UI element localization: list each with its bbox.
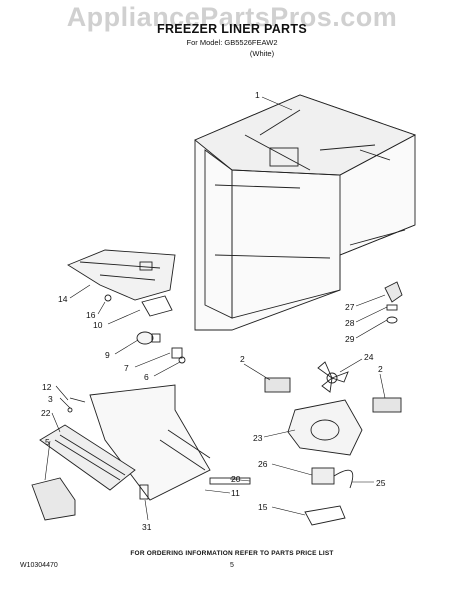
callout-29: 29 [345,334,355,344]
callout-11: 11 [231,488,240,498]
callout-31: 31 [142,522,152,532]
document-number: W10304470 [20,562,58,569]
cover-panel-part [31,477,76,521]
washer-part [67,407,73,413]
watermark-logo: AppliancePartsPros.com [66,2,398,32]
cap-part [384,281,403,324]
motor-bracket-part [304,505,346,526]
clip-part [139,484,149,500]
foam-pad-part [264,377,291,393]
light-bulb-part [136,331,161,345]
callout-26: 26 [258,459,268,469]
foam-pad-part [372,397,402,413]
strip-part [209,477,251,485]
screw-part [104,294,112,302]
callout-5: 5 [45,437,50,447]
callout-25: 25 [376,478,386,488]
grille-part [39,424,136,491]
callout-7: 7 [124,363,129,373]
callout-12: 12 [42,382,52,392]
callout-22: 22 [41,408,51,418]
page-title: FREEZER LINER PARTS [157,22,307,36]
callout-24: 24 [364,352,374,362]
callout-10: 10 [93,320,103,330]
fan-motor-part [311,467,354,489]
callout-27: 27 [345,302,355,312]
fan-shroud-part [287,399,363,456]
callout-15: 15 [258,502,268,512]
callout-16: 16 [86,310,96,320]
ordering-note: FOR ORDERING INFORMATION REFER TO PARTS … [130,550,334,557]
callout-labels: 1 14 16 10 9 7 6 12 3 22 5 20 11 31 2 24… [41,90,386,532]
page-number: 5 [230,562,234,569]
light-shield-part [141,295,173,317]
callout-14: 14 [58,294,68,304]
screw-part [69,397,86,403]
callout-20: 20 [231,474,241,484]
fan-blade-part [317,361,349,393]
callout-1: 1 [255,90,260,100]
callout-2-right: 2 [378,364,383,374]
light-socket-part [171,347,186,364]
model-line: For Model: GB5526FEAW2 [186,38,278,47]
freezer-liner-part [194,94,417,331]
callout-6: 6 [144,372,149,382]
callout-23: 23 [253,433,263,443]
color-line: (White) [249,49,275,58]
callout-3: 3 [48,394,53,404]
callout-9: 9 [105,350,110,360]
callout-28: 28 [345,318,355,328]
callout-2-left: 2 [240,354,245,364]
leader-lines [44,96,388,521]
evaporator-cover-part [89,384,211,501]
liner-bracket-part [67,249,176,301]
